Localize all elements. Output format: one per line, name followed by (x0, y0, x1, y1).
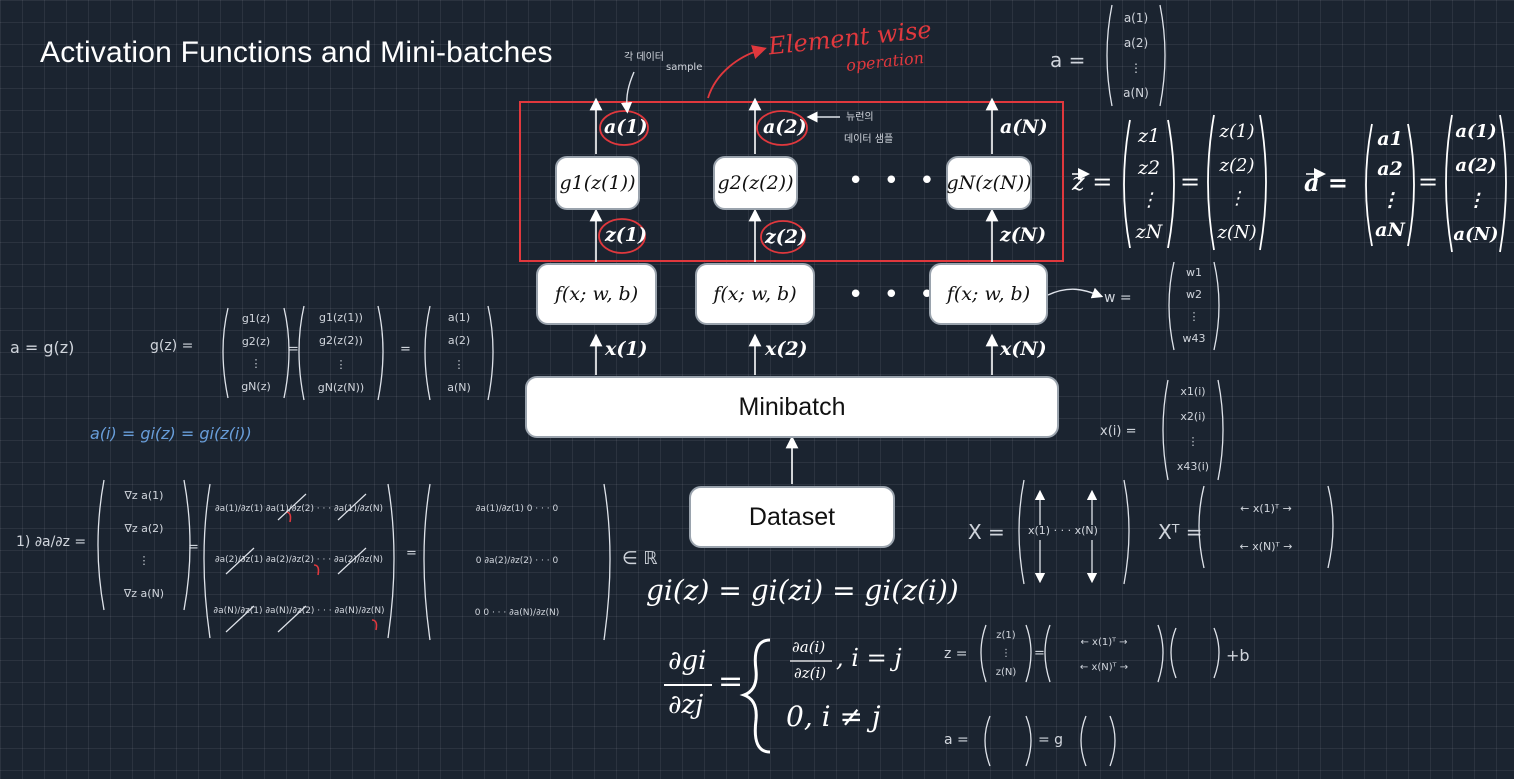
az-g-note: = g (1038, 732, 1064, 748)
a1-label: a(1) (604, 116, 648, 138)
case2: 0, i ≠ j (786, 700, 881, 733)
g1-box: g1(z(1)) (555, 156, 640, 210)
blue-equation: a(i) = gi(z) = gi(z(i)) (90, 424, 252, 443)
eq-4: = (406, 546, 417, 561)
XT-matrix-label: Xᵀ = (1158, 520, 1203, 544)
partial-num: ∂gi (668, 646, 707, 676)
aN-label: a(N) (1000, 116, 1048, 138)
korean-note-top: 각 데이터 (624, 52, 664, 63)
z1-label: z(1) (605, 224, 647, 246)
jacobian-label: 1) ∂a/∂z = (16, 534, 87, 550)
a-vector-col2: a(1)a(2)⋮a(N) (1453, 121, 1499, 245)
zx-eq-note: z = (944, 646, 968, 662)
x1-label: x(1) (605, 338, 648, 360)
f-box-2: f(x; w, b) (695, 263, 815, 325)
minibatch-box: Minibatch (525, 376, 1059, 438)
a2-label: a(2) (763, 116, 807, 138)
g-equation: gi(z) = gi(zi) = gi(z(i)) (646, 574, 959, 607)
korean-note-mid: 뉴런의 (846, 112, 874, 123)
g-vec-note: g(z) = (150, 338, 194, 354)
top-right-a-lhs: a = (1050, 48, 1086, 72)
partial-equals: = (718, 664, 744, 699)
X-matrix-body: x(1) · · · x(N) (1028, 524, 1098, 537)
z-vector-col2: z(1)z(2)⋮z(N) (1217, 120, 1257, 244)
eq-3: = (188, 540, 199, 555)
case1-condition: , i = j (836, 644, 902, 672)
gN-box: gN(z(N)) (946, 156, 1032, 210)
a-def-note: a = g(z) (10, 338, 75, 357)
eq-1: = (288, 342, 299, 357)
zx-col: z(1)⋮z(N) (995, 629, 1017, 679)
case1-num: ∂a(i) (792, 638, 826, 656)
z-vector-lhs: z = (1072, 168, 1113, 196)
g2-box: g2(z(2)) (713, 156, 798, 210)
x2-label: x(2) (765, 338, 808, 360)
jacobian-col: ∇z a(1)∇z a(2)⋮∇z a(N) (123, 489, 165, 600)
g-vec-col: g1(z)g2(z)⋮gN(z) (241, 312, 271, 393)
f-box-N: f(x; w, b) (929, 263, 1048, 325)
in-real-note: ∈ ℝ (622, 548, 658, 569)
top-right-a-col: a(1)a(2)⋮a(N) (1123, 10, 1149, 100)
XT-matrix-body: ← x(1)ᵀ →← x(N)ᵀ → (1239, 501, 1293, 553)
dataset-box: Dataset (689, 486, 895, 548)
w-vec-note: w = (1104, 290, 1132, 306)
slide-title: Activation Functions and Mini-batches (40, 36, 553, 69)
korean-note-mid-2: 데이터 샘플 (844, 134, 894, 145)
ellipsis-mid: • • • (848, 280, 941, 310)
eq-2: = (400, 342, 411, 357)
g-vec-col2: g1(z(1))g2(z(2))⋮gN(z(N)) (317, 310, 365, 395)
a-vec-col-note: a(1)a(2)⋮a(N) (447, 310, 471, 395)
a-vector-lhs: a = (1304, 168, 1349, 197)
ellipsis-top: • • • (848, 166, 941, 196)
x-vec-col: x1(i)x2(i)⋮x43(i) (1176, 385, 1210, 474)
case1-den: ∂z(i) (794, 664, 827, 682)
az-eq-note: a = (944, 732, 969, 748)
cases-brace (739, 638, 771, 754)
a-equals: = (1418, 168, 1439, 196)
sample-note: sample (666, 62, 703, 73)
xN-label: x(N) (1000, 338, 1047, 360)
f-box-1: f(x; w, b) (536, 263, 657, 325)
X-matrix-label: X = (968, 520, 1005, 544)
z2-label: z(2) (765, 226, 807, 248)
zx-XT: ← x(1)ᵀ →← x(N)ᵀ → (1079, 637, 1129, 673)
element-wise-box (519, 101, 1064, 262)
jacobian-matrix: ∂a(1)/∂z(1) ∂a(1)/∂z(2) · · · ∂a(1)/∂z(N… (213, 503, 385, 617)
plus-b-note: +b (1226, 646, 1250, 665)
eq-5: = (1034, 646, 1045, 661)
zN-label: z(N) (1000, 224, 1047, 246)
partial-den: ∂zj (668, 690, 704, 720)
x-vec-note: x(i) = (1100, 424, 1137, 439)
z-equals: = (1180, 168, 1201, 196)
